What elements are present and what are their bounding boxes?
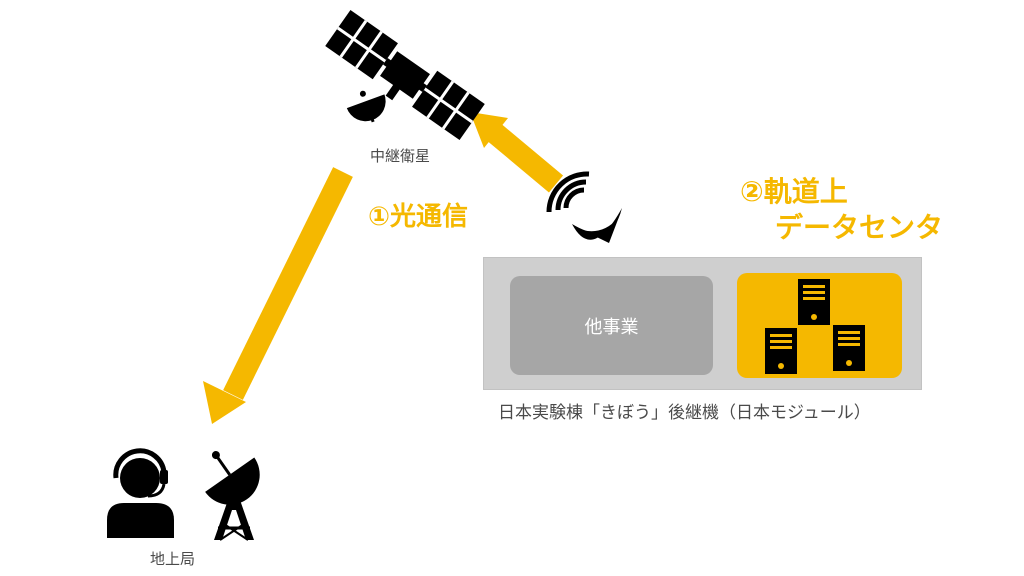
operator-headset-icon (107, 448, 174, 538)
server-unit (798, 279, 830, 325)
module-dish-icon (572, 208, 622, 252)
downlink-arrow (203, 167, 353, 424)
server-unit (833, 325, 865, 371)
relay-satellite-label: 中継衛星 (370, 147, 431, 165)
datacenter-box (737, 273, 902, 378)
server-unit (765, 328, 797, 374)
optical-link-label: ①光通信 (368, 202, 469, 232)
ground-station-label: 地上局 (150, 550, 196, 568)
module-caption: 日本実験棟「きぼう」後継機（日本モジュール） (498, 403, 871, 423)
other-business-label: 他事業 (584, 316, 639, 338)
uplink-arrow (470, 112, 564, 193)
server-icon (765, 279, 865, 374)
antenna-dish-icon (205, 451, 260, 541)
orbital-datacenter-label-line1: ②軌道上 (740, 175, 848, 208)
orbital-datacenter-label-line2: データセンタ (775, 211, 944, 244)
other-business-box: 他事業 (510, 276, 713, 375)
